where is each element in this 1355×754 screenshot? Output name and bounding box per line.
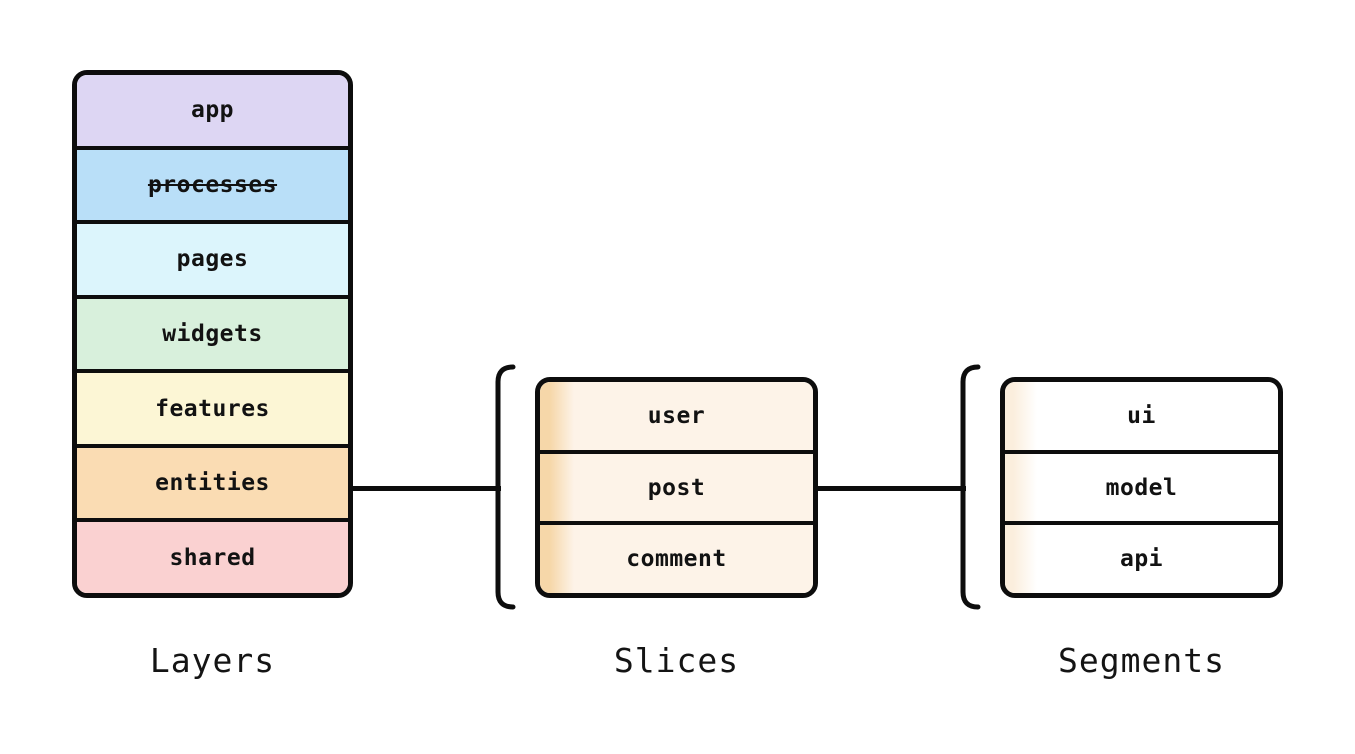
layer-label-widgets: widgets: [162, 321, 263, 348]
layers-stack: app processes pages widgets features ent…: [72, 70, 353, 598]
layer-label-features: features: [155, 395, 270, 422]
layer-row-processes: processes: [77, 145, 348, 221]
layer-row-entities: entities: [77, 443, 348, 519]
layer-row-pages: pages: [77, 220, 348, 295]
slice-label-post: post: [647, 474, 706, 501]
segments-caption: Segments: [1058, 641, 1225, 680]
segments-bracket-icon: [960, 364, 981, 610]
connector-layers-to-slices: [351, 486, 501, 491]
slices-stack: user post comment: [535, 377, 818, 598]
segment-label-model: model: [1105, 474, 1178, 501]
segment-row-api: api: [1005, 521, 1278, 593]
layers-caption: Layers: [149, 641, 276, 680]
connector-slices-to-segments: [816, 486, 966, 491]
segments-stack: ui model api: [1000, 377, 1283, 598]
layer-label-entities: entities: [155, 470, 270, 497]
layer-label-app: app: [190, 97, 235, 124]
layer-label-shared: shared: [169, 544, 256, 571]
segment-row-model: model: [1005, 449, 1278, 522]
segment-label-api: api: [1119, 546, 1164, 573]
layer-label-processes: processes: [147, 171, 278, 198]
layer-row-app: app: [77, 75, 348, 146]
layer-row-features: features: [77, 369, 348, 444]
slice-row-user: user: [540, 382, 813, 450]
layer-label-pages: pages: [176, 246, 249, 273]
slice-label-user: user: [647, 402, 706, 429]
slices-bracket-icon: [495, 364, 516, 610]
slice-row-post: post: [540, 449, 813, 522]
layer-row-widgets: widgets: [77, 294, 348, 370]
slice-row-comment: comment: [540, 521, 813, 593]
slice-label-comment: comment: [626, 546, 727, 573]
segment-row-ui: ui: [1005, 382, 1278, 450]
slices-caption: Slices: [613, 641, 740, 680]
layer-row-shared: shared: [77, 518, 348, 593]
segment-label-ui: ui: [1127, 402, 1156, 429]
